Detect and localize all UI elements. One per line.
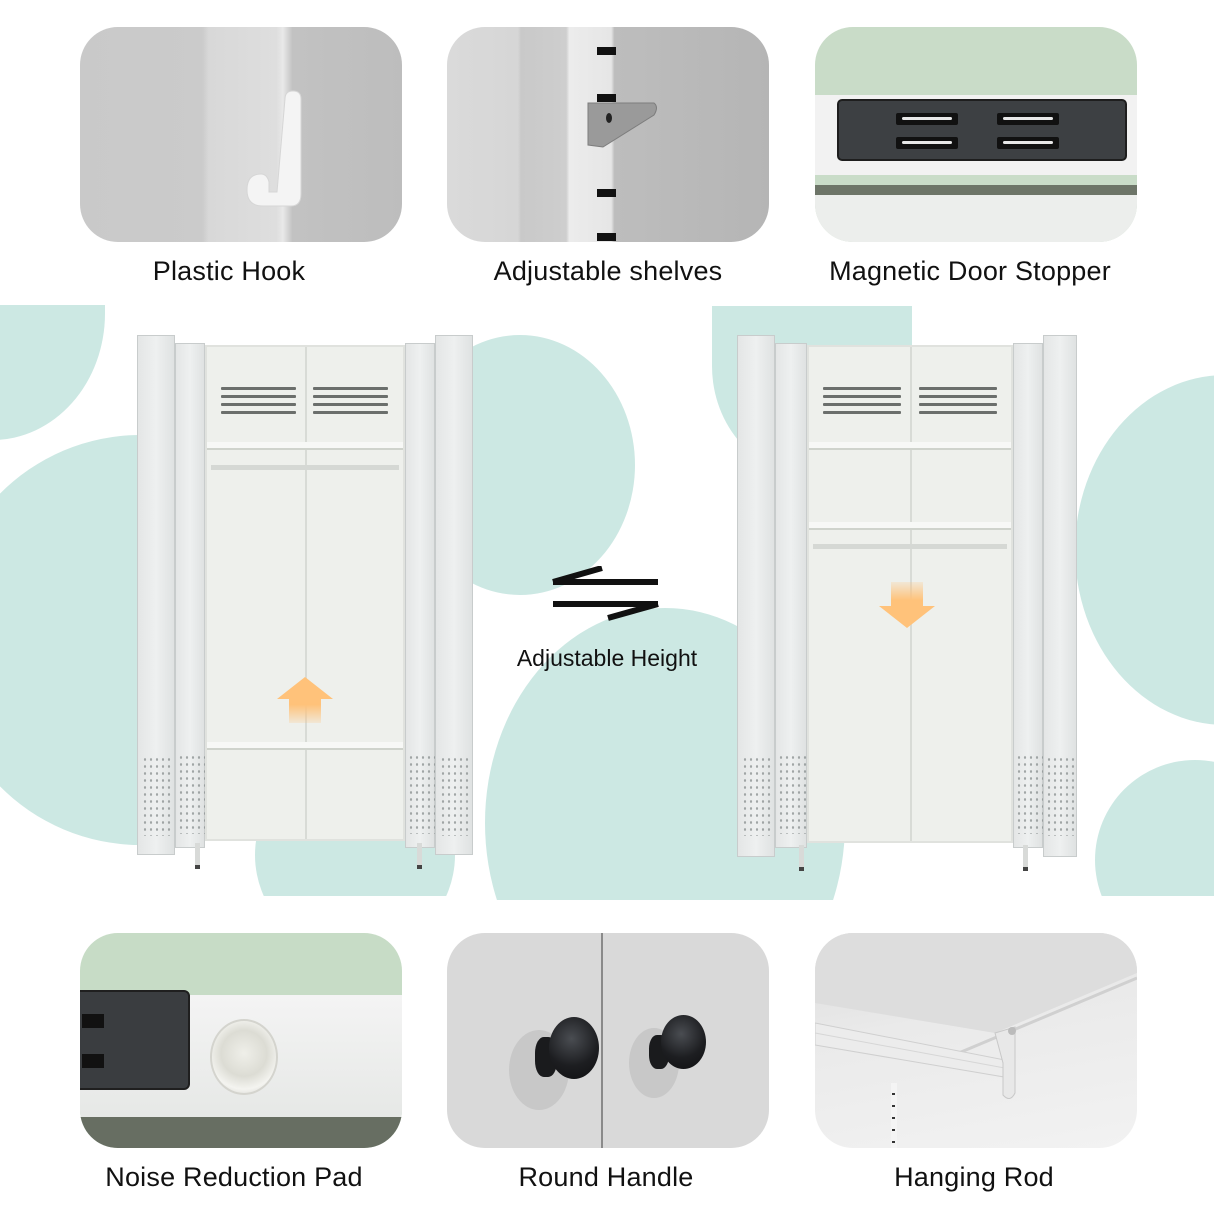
cabinet-body: [205, 345, 405, 841]
caption-noise-reduction-pad: Noise Reduction Pad: [105, 1162, 363, 1192]
arrow-down-icon: [879, 582, 935, 628]
hook-icon: [246, 90, 302, 207]
magnet-icon: [837, 99, 1127, 161]
adjustable-shelves-photo: [447, 27, 769, 242]
noise-reduction-pad-photo: [80, 933, 402, 1148]
caption-plastic-hook: Plastic Hook: [152, 256, 306, 286]
shelf-bracket-icon: [587, 47, 657, 241]
cabinet-door-inner-left: [175, 343, 208, 848]
cabinet-body: [807, 345, 1013, 843]
arrow-up-icon: [277, 677, 333, 723]
caption-round-handle: Round Handle: [518, 1162, 694, 1192]
pad-icon: [210, 1019, 278, 1095]
decor-blob: [1095, 760, 1214, 896]
caption-magnetic-door-stopper: Magnetic Door Stopper: [829, 256, 1111, 286]
caption-adjustable-shelves: Adjustable shelves: [493, 256, 723, 286]
hanging-rod-photo: [815, 933, 1137, 1148]
cabinet-door-inner-right: [405, 343, 438, 848]
plastic-hook-photo: [80, 27, 402, 242]
cabinet-door-outer-left: [737, 335, 775, 857]
cabinet-door-outer-right: [435, 335, 473, 855]
cabinet-door-outer-right: [1043, 335, 1077, 857]
adjustable-height-label: Adjustable Height: [516, 645, 698, 671]
cabinet-door-inner-right: [1013, 343, 1046, 848]
round-handle-photo: [447, 933, 769, 1148]
caption-hanging-rod: Hanging Rod: [894, 1162, 1054, 1192]
cabinet-door-outer-left: [137, 335, 175, 855]
decor-blob: [0, 305, 105, 440]
cabinet-before: [137, 335, 474, 885]
rod-icon: [815, 933, 1137, 1148]
decor-blob: [1075, 375, 1214, 725]
swap-arrows-icon: [550, 565, 662, 622]
cabinet-door-inner-left: [775, 343, 808, 848]
cabinet-after: [737, 335, 1077, 885]
magnetic-door-stopper-photo: [815, 27, 1137, 242]
